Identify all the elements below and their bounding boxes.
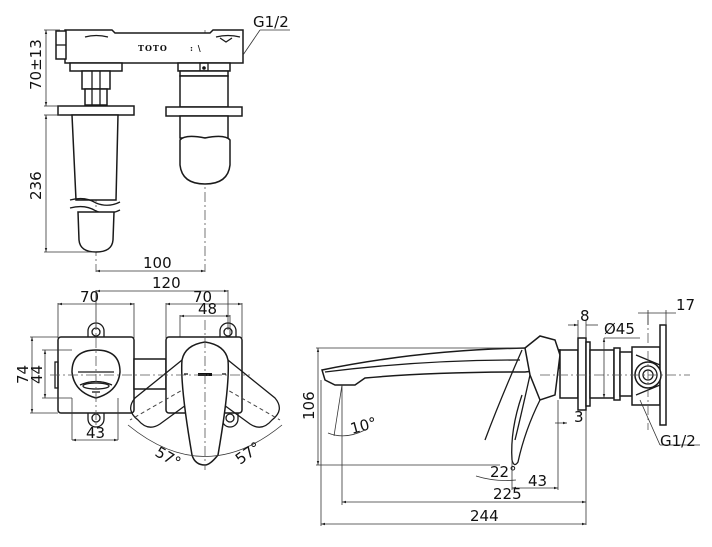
right-screw-top (219, 322, 237, 337)
swing-arc (127, 424, 283, 457)
left-nut (81, 70, 111, 90)
angle-10-label: 10° (348, 414, 378, 438)
dim-17-label: 17 (676, 296, 695, 314)
top-view: 120 70 70 48 (14, 274, 283, 472)
right-cartridge (179, 115, 229, 139)
thread-leader (242, 29, 261, 56)
angle-57-right-label: 57° (232, 438, 264, 468)
valve-body-bar (64, 29, 244, 64)
brand-logo: TOTO (138, 43, 168, 53)
dim-8-label: 8 (580, 307, 590, 325)
angle-arc-10 (327, 429, 366, 437)
dim-100-label: 100 (143, 254, 172, 272)
left-slot (84, 34, 109, 38)
dim-236-label: 236 (27, 171, 45, 200)
dim-70-left-label: 70 (80, 288, 99, 306)
dim-3-label: 3 (574, 408, 584, 426)
side-view: 106 10° 22° 43 3 225 244 8 Ø45 (300, 296, 700, 526)
dim-43-side-label: 43 (528, 472, 547, 490)
valve-body-side (589, 349, 615, 399)
left-collar (69, 62, 123, 72)
spout (321, 347, 561, 386)
lever-ghost-right (197, 351, 280, 428)
dim-225-label: 225 (493, 485, 522, 503)
right-flange (165, 106, 243, 117)
dim-48-label: 48 (198, 300, 217, 318)
valve-sleeve (559, 349, 579, 399)
dim-diameter-label: Ø45 (604, 320, 635, 338)
dim-70-right-label: 70 (193, 288, 212, 306)
angle-arc-22 (475, 475, 517, 481)
left-flange (57, 105, 135, 116)
small-mark: : \ (190, 43, 202, 53)
left-sleeve-lower (77, 211, 115, 253)
left-screw-bottom (87, 413, 105, 428)
lever-side (524, 335, 561, 401)
dim-74-label: 74 (14, 365, 32, 384)
dim-106-label: 106 (300, 391, 318, 420)
lever-ghost-side (511, 394, 541, 466)
angle-22-label: 22° (490, 463, 517, 481)
dim-120-label: 120 (152, 274, 181, 292)
connector-pipe (133, 358, 167, 390)
right-cap (179, 135, 231, 185)
side-thread-label: G1/2 (660, 432, 696, 450)
angle-57-left-label: 57° (152, 443, 184, 472)
dim-244-label: 244 (470, 507, 499, 525)
dim-44-label: 44 (28, 365, 46, 384)
dim-43-top-label: 43 (86, 424, 105, 442)
side-thread-leader (639, 399, 661, 446)
lever-ghost-left (130, 351, 213, 428)
left-sleeve-upper (71, 114, 119, 201)
left-stem (84, 88, 108, 106)
right-body (179, 75, 229, 108)
right-slot (215, 34, 241, 43)
front-view: TOTO : \ G1/2 70±13 236 (27, 13, 290, 273)
dim-70-label: 70±13 (27, 39, 45, 90)
front-thread-label: G1/2 (253, 13, 289, 31)
flange-plate (577, 337, 587, 411)
